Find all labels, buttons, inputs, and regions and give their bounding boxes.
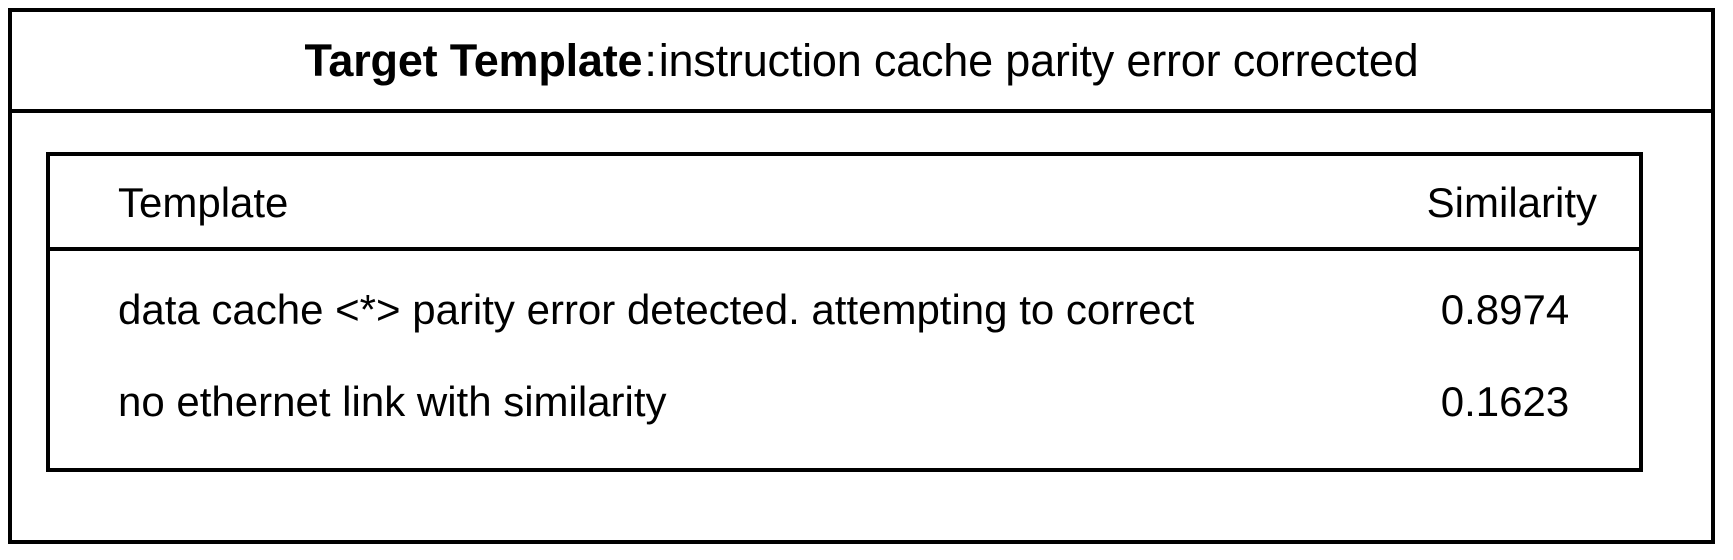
cell-template-text: no ethernet link with similarity bbox=[118, 378, 667, 425]
table-row: no ethernet link with similarity 0.1623 bbox=[50, 351, 1639, 443]
figure-container: Target Template:instruction cache parity… bbox=[8, 8, 1715, 544]
header-value: instruction cache parity error corrected bbox=[658, 35, 1419, 86]
cell-similarity-value: 0.1623 bbox=[1440, 378, 1570, 425]
header-text: Target Template:instruction cache parity… bbox=[304, 38, 1418, 83]
similarity-table: Template Similarity data cache <*> parit… bbox=[46, 152, 1643, 472]
table-body: data cache <*> parity error detected. at… bbox=[50, 259, 1639, 443]
table-header-row: Template Similarity bbox=[50, 156, 1639, 251]
header-label: Target Template bbox=[304, 35, 643, 86]
column-header-similarity: Similarity bbox=[1426, 179, 1597, 226]
header-separator: : bbox=[644, 35, 657, 86]
table-row: data cache <*> parity error detected. at… bbox=[50, 259, 1639, 351]
column-header-template: Template bbox=[118, 179, 289, 226]
target-template-header: Target Template:instruction cache parity… bbox=[12, 12, 1711, 113]
cell-similarity-value: 0.8974 bbox=[1440, 286, 1570, 333]
cell-template-text: data cache <*> parity error detected. at… bbox=[118, 286, 1195, 333]
